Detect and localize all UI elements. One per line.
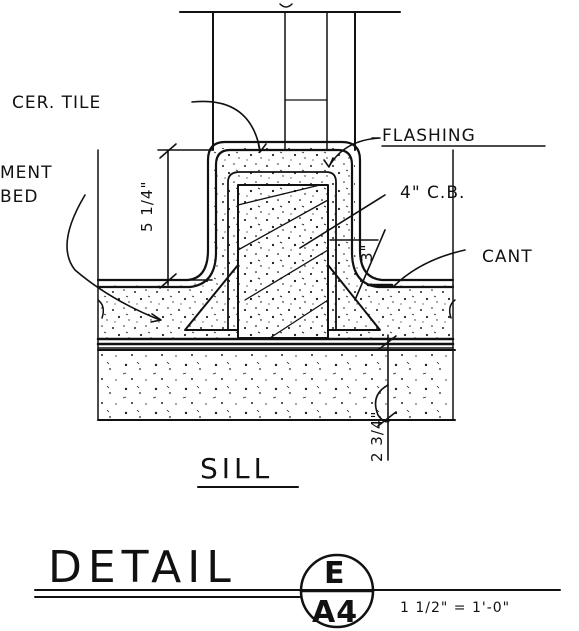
dimension-thickness-label: 2 3/4"	[368, 411, 386, 462]
detail-title: DETAIL	[48, 542, 237, 593]
label-cb: 4" C.B.	[400, 183, 465, 203]
section-title: SILL	[200, 452, 273, 485]
membrane-layers	[96, 337, 455, 349]
dimension-thickness	[374, 334, 397, 461]
label-cant: CANT	[482, 247, 533, 267]
detail-bubble	[299, 553, 375, 629]
detail-id: E	[324, 556, 346, 591]
concrete-slab	[97, 284, 456, 421]
label-cement-bed-1: MENT	[0, 163, 53, 183]
dimension-height-label: 5 1/4"	[138, 181, 156, 232]
dimension-width-label: 3"	[358, 244, 376, 262]
leader-lines	[66, 100, 466, 323]
label-cement-bed-2: BED	[0, 187, 39, 207]
label-cer-tile: CER. TILE	[12, 93, 101, 113]
wall-lines	[97, 3, 454, 286]
concrete-block	[237, 184, 329, 339]
sheet-number: A4	[312, 595, 358, 630]
label-flashing: FLASHING	[382, 126, 476, 146]
detail-title-rules	[34, 589, 561, 598]
scale-label: 1 1/2" = 1'-0"	[400, 600, 510, 616]
cant-strips	[184, 264, 381, 331]
tile-and-flashing	[96, 140, 456, 331]
dimension-height	[157, 143, 213, 289]
